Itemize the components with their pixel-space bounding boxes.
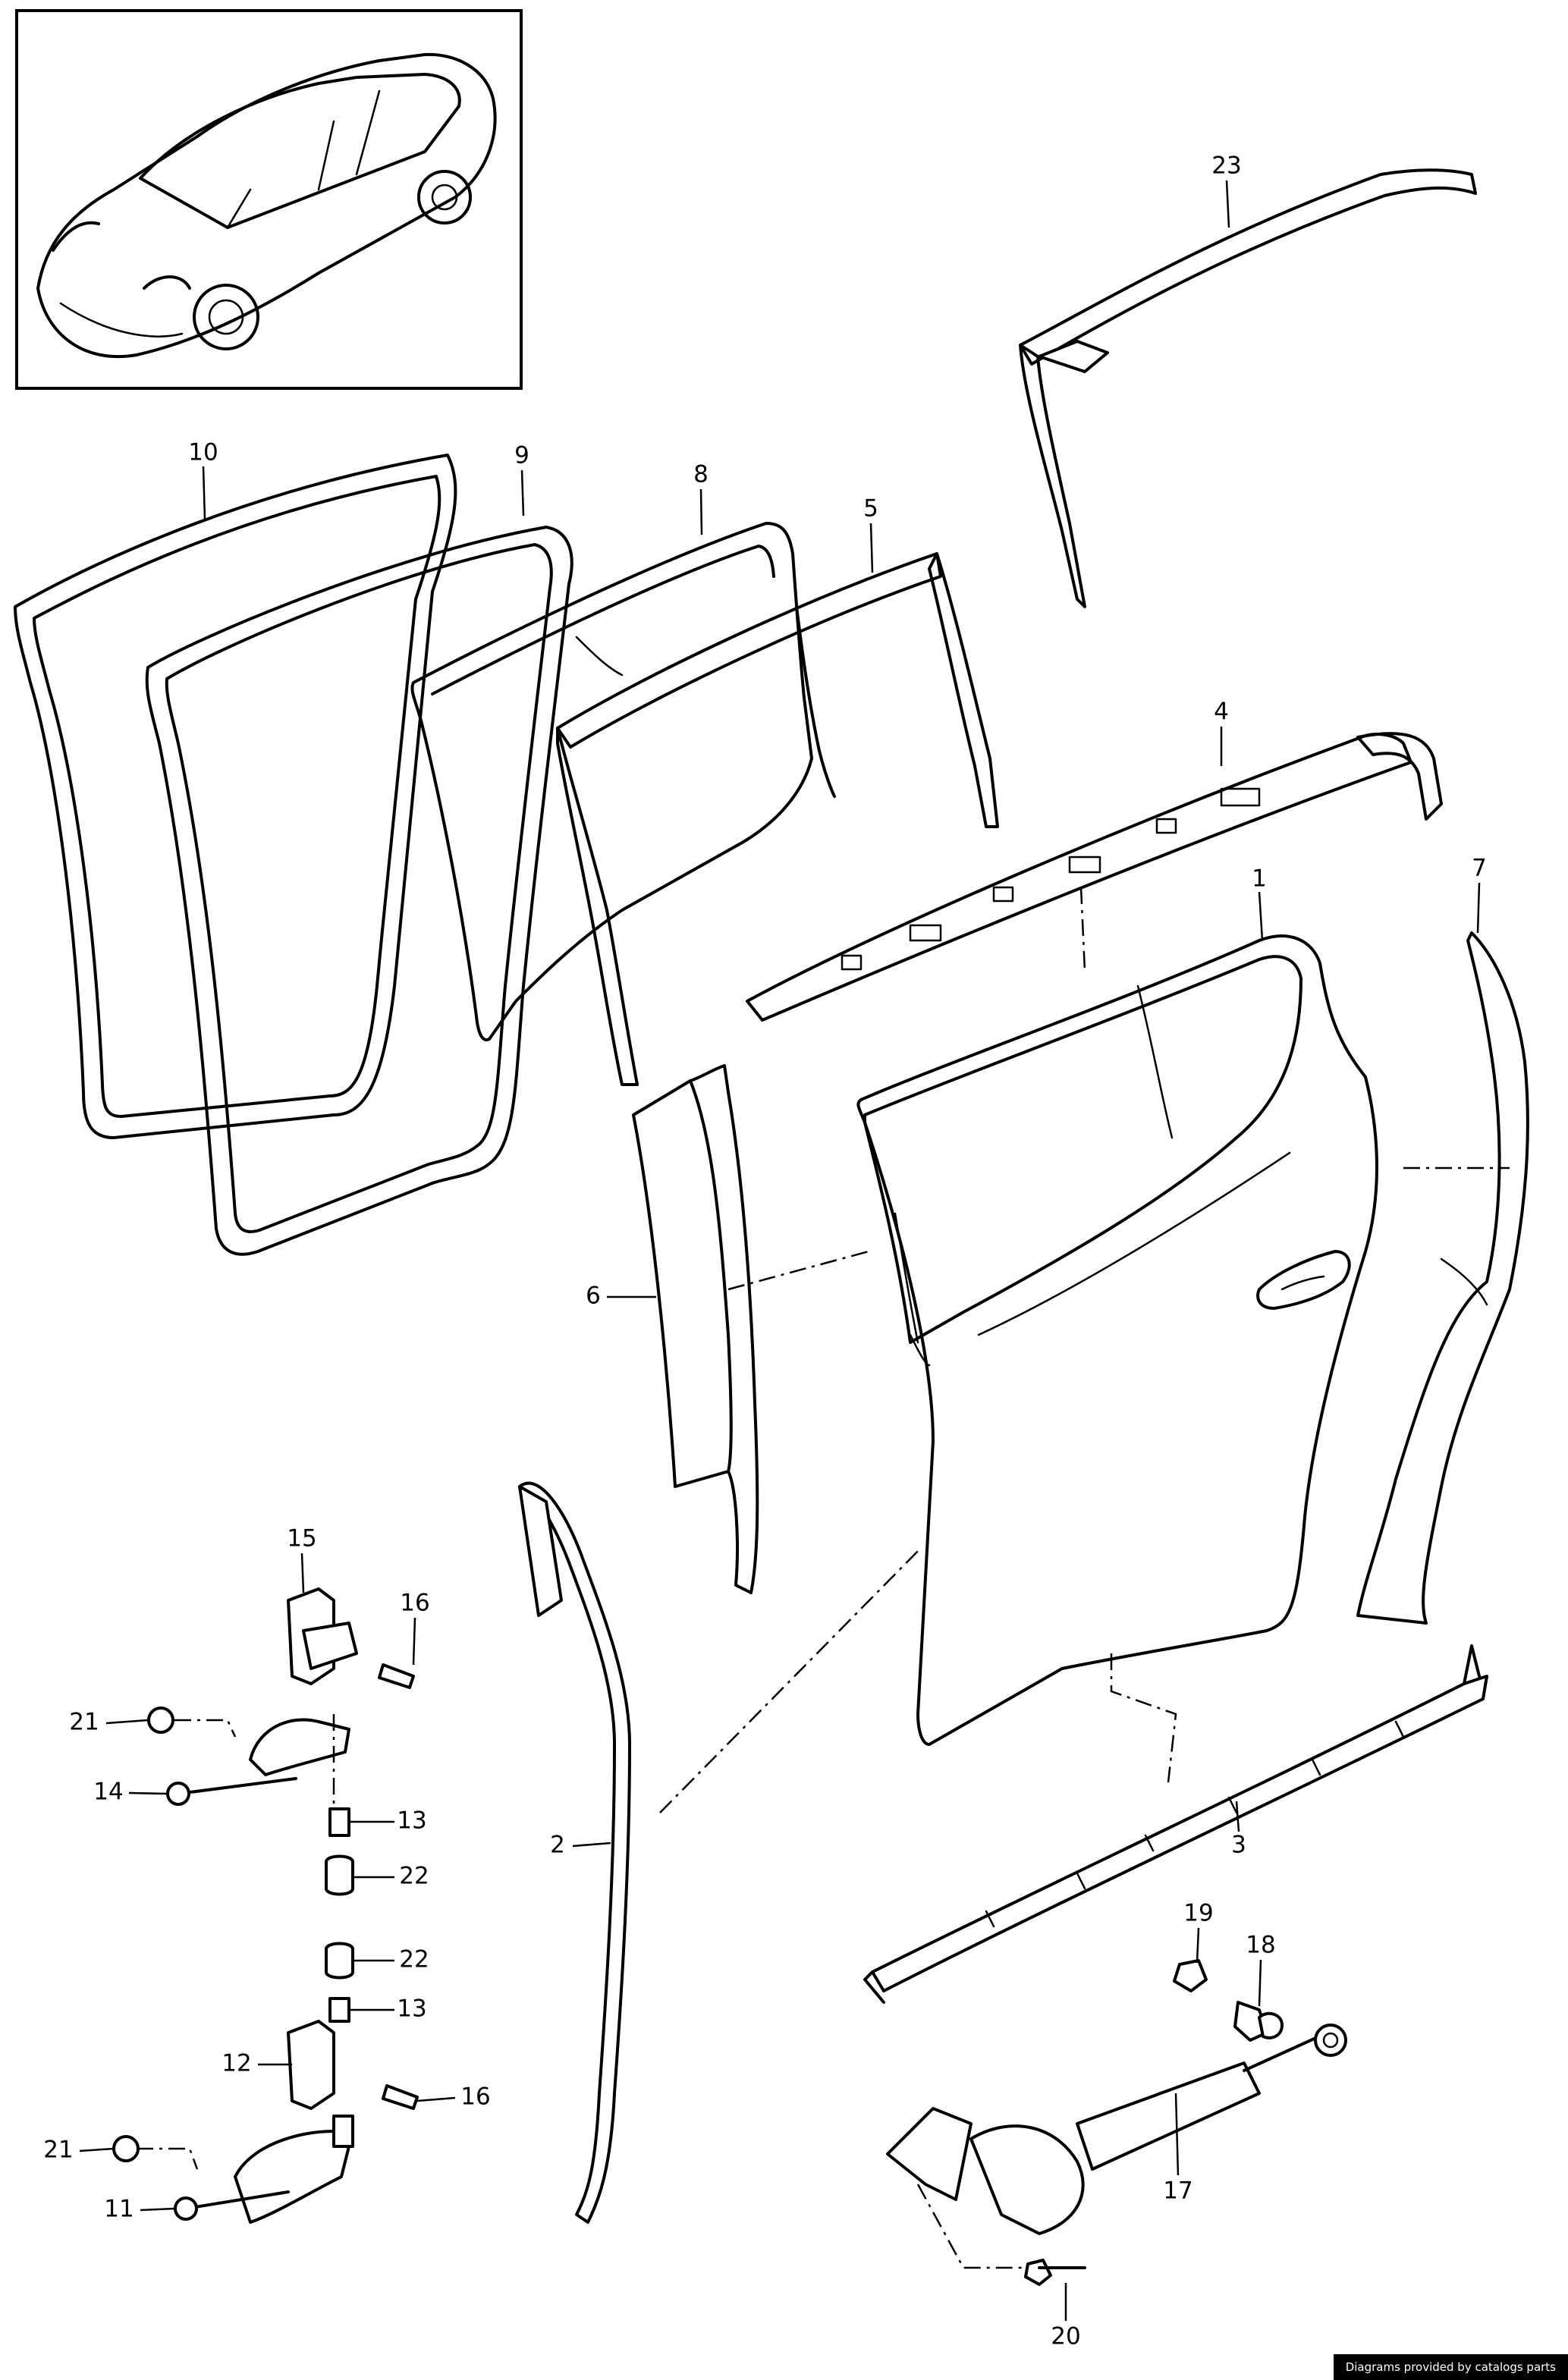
callout-9: 9 <box>514 442 529 469</box>
callout-11: 11 <box>104 2196 134 2223</box>
callout-16: 16 <box>400 1590 429 1617</box>
callout-5: 5 <box>863 495 878 523</box>
part-10-door-seal <box>14 454 457 1139</box>
part-5-window-channel <box>556 552 999 1086</box>
callout-21: 21 <box>69 1709 99 1736</box>
callout-21: 21 <box>43 2137 73 2164</box>
callout-17: 17 <box>1163 2177 1192 2205</box>
part-6-pillar-trim <box>632 1064 759 1594</box>
callout-15: 15 <box>287 1525 316 1553</box>
car-overview-inset <box>15 9 523 390</box>
assembly-lines <box>137 887 1510 2269</box>
callout-6: 6 <box>586 1283 601 1310</box>
part-9-frame-seal <box>145 526 573 1256</box>
part-2-front-edge-seal <box>518 1481 631 2224</box>
callout-14: 14 <box>93 1779 123 1806</box>
part-3-sill-seal <box>863 1644 1488 2004</box>
part-18-19-fasteners <box>1173 1959 1284 2042</box>
part-17-check-strap <box>886 2024 1347 2235</box>
callout-12: 12 <box>222 2050 251 2077</box>
callout-3: 3 <box>1231 1832 1246 1859</box>
credit-badge: Diagrams provided by catalogs parts <box>1333 2354 1568 2380</box>
callout-22: 22 <box>399 1946 429 1973</box>
callout-13: 13 <box>397 1807 426 1835</box>
callout-2: 2 <box>550 1832 565 1859</box>
callout-22: 22 <box>399 1863 429 1890</box>
part-8-window-frame <box>410 522 813 1041</box>
callout-8: 8 <box>693 461 709 488</box>
upper-hinge-group <box>147 1587 415 1896</box>
callout-16: 16 <box>460 2083 490 2111</box>
callout-13: 13 <box>397 1995 426 2023</box>
callout-1: 1 <box>1252 865 1267 893</box>
callout-18: 18 <box>1246 1932 1275 1959</box>
part-4-sill-strip <box>746 732 1443 1022</box>
callout-7: 7 <box>1472 855 1487 882</box>
part-23-upper-trim <box>1019 168 1477 608</box>
lower-hinge-group <box>112 1942 419 2224</box>
callout-23: 23 <box>1211 152 1241 180</box>
leader-lines <box>79 180 1481 2321</box>
callout-19: 19 <box>1183 1900 1213 1927</box>
part-7-edge-seal <box>1356 931 1529 1625</box>
callout-4: 4 <box>1214 699 1229 726</box>
part-1-door-shell <box>856 934 1378 1746</box>
callout-10: 10 <box>188 439 218 466</box>
callout-20: 20 <box>1051 2323 1080 2350</box>
part-20-bolt <box>1024 2259 1086 2286</box>
